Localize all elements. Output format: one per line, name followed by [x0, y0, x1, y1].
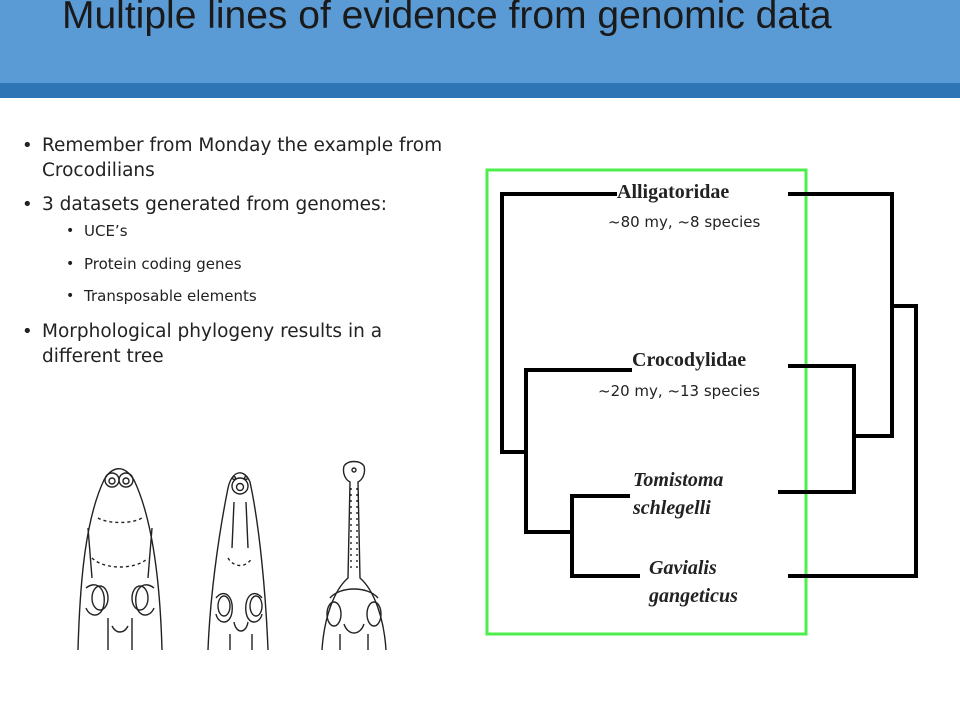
sub-bullet-item: Transposable elements [42, 286, 462, 306]
bullet-item: Morphological phylogeny results in a dif… [22, 319, 462, 369]
slide-title: Multiple lines of evidence from genomic … [62, 0, 832, 37]
taxon-label-line: schlegelli [633, 497, 711, 519]
header-stripe [0, 83, 960, 98]
taxon-label-crocodylidae: Crocodylidae [632, 349, 747, 371]
taxon-label-alligatoridae: Alligatoridae [617, 181, 730, 203]
taxon-label-line: gangeticus [649, 585, 738, 607]
taxon-note-alligatoridae: ~80 my, ~8 species [608, 213, 761, 231]
crocodilian-skull-drawings-icon [77, 460, 387, 651]
taxon-label-tomistoma: Tomistoma schlegelli [633, 466, 724, 522]
bullet-list: Remember from Monday the example from Cr… [22, 133, 462, 378]
medium-snout-skull-drawing [207, 472, 269, 651]
bullet-item: 3 datasets generated from genomes: UCE’s… [22, 192, 462, 306]
bullet-item: Remember from Monday the example from Cr… [22, 133, 462, 183]
sub-bullet-item: UCE’s [42, 221, 462, 241]
taxon-label-line: Tomistoma [633, 469, 724, 491]
bullet-item-label: 3 datasets generated from genomes: [42, 194, 387, 215]
sub-bullet-item: Protein coding genes [42, 254, 462, 274]
taxon-label-gavialis: Gavialis gangeticus [649, 554, 738, 610]
tree-highlight-box [485, 168, 808, 636]
taxon-note-crocodylidae: ~20 my, ~13 species [598, 382, 760, 400]
broad-snout-skull-drawing [77, 468, 163, 651]
header-band [0, 0, 960, 98]
phylogenetic-tree [485, 168, 918, 636]
sub-bullet-list: UCE’s Protein coding genes Transposable … [42, 221, 462, 306]
taxon-label-line: Gavialis [649, 557, 717, 579]
slender-snout-skull-drawing [321, 460, 387, 651]
